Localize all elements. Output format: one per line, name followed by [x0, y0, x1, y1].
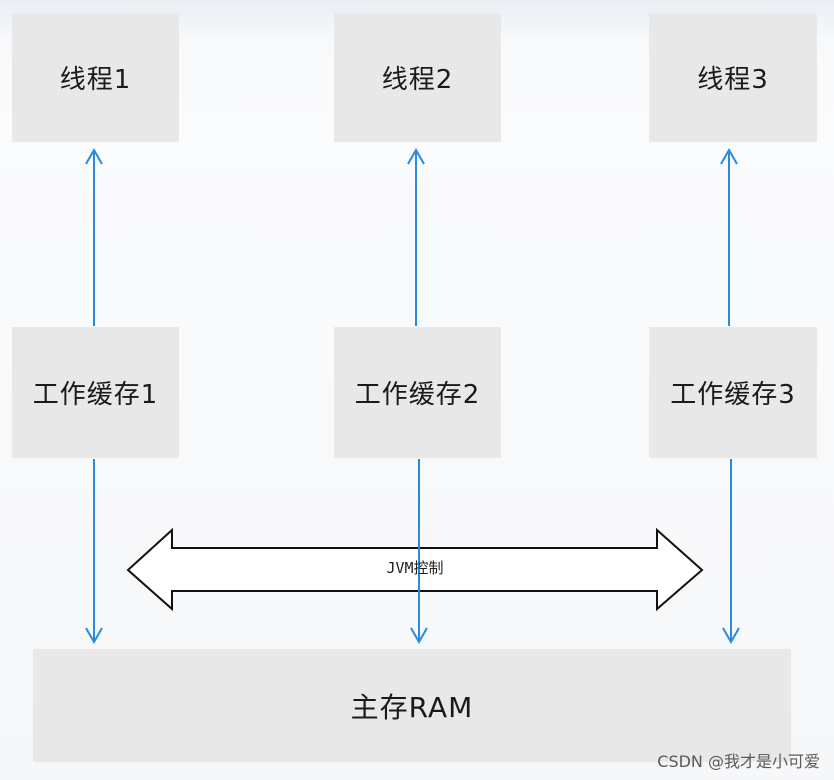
cache-3-ram-link — [722, 459, 740, 645]
cache-2-ram-link — [410, 459, 428, 645]
main-memory-label: 主存RAM — [350, 690, 474, 724]
working-cache-1-label: 工作缓存1 — [32, 380, 159, 410]
thread-3-label: 线程3 — [697, 65, 769, 95]
watermark-text: CSDN @我才是小可爱 — [657, 752, 820, 771]
working-cache-3-label: 工作缓存3 — [670, 380, 796, 410]
thread-1-box: 线程1 — [12, 13, 179, 142]
working-cache-3-box: 工作缓存3 — [649, 327, 817, 458]
thread-3-cache-link — [720, 147, 738, 326]
thread-1-label: 线程1 — [59, 65, 132, 95]
working-cache-2-box: 工作缓存2 — [334, 327, 501, 458]
jvm-control-label: JVM控制 — [386, 559, 444, 577]
thread-2-label: 线程2 — [381, 65, 454, 95]
working-cache-1-box: 工作缓存1 — [12, 327, 179, 458]
cache-1-ram-link — [85, 459, 103, 645]
thread-2-cache-link — [407, 147, 425, 326]
thread-1-cache-link — [85, 147, 103, 326]
main-memory-box: 主存RAM — [33, 649, 791, 762]
working-cache-2-label: 工作缓存2 — [354, 380, 481, 410]
thread-2-box: 线程2 — [334, 13, 501, 142]
thread-3-box: 线程3 — [649, 13, 817, 142]
